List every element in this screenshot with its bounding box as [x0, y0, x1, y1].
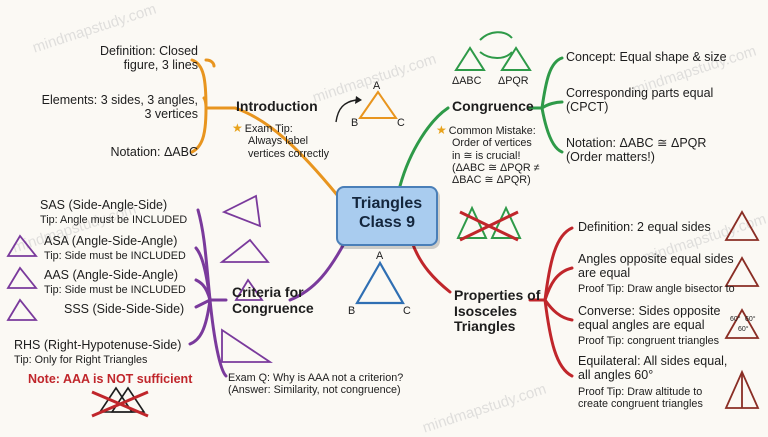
introduction-title: Introduction — [236, 98, 318, 114]
tip-label: Exam Tip: — [244, 123, 293, 135]
iso-angles-tip: Proof Tip: Draw angle bisector to — [578, 283, 735, 295]
intro-elements-line1: Elements: 3 sides, 3 angles, — [41, 93, 198, 107]
criteria-title-line1: Criteria for — [232, 284, 304, 300]
iso-converse-tip: Proof Tip: congruent triangles — [578, 335, 720, 347]
tip-line2: Always label — [248, 135, 309, 148]
congruence-label-abc: ΔABC — [452, 75, 482, 87]
isosceles-title-line2: Isosceles — [454, 302, 518, 319]
iso-equilateral-line2: all angles 60° — [578, 368, 654, 382]
congruence-branch — [398, 56, 564, 188]
criteria-exam-q: Exam Q: Why is AAA not a criterion? (Ans… — [228, 372, 403, 396]
intro-tri-label-b: B — [351, 117, 359, 129]
notation-line1: Notation: ΔABC ≅ ΔPQR — [566, 136, 707, 150]
congruence-triangles — [454, 31, 532, 71]
iso-tri-label-a: A — [376, 250, 384, 262]
criteria-aaa-note: Note: AAA is NOT sufficient — [28, 372, 193, 386]
iso-converse-line1: Converse: Sides opposite — [578, 304, 721, 318]
intro-definition: Definition: Closed figure, 3 lines — [86, 44, 198, 72]
congruence-label-pqr: ΔPQR — [498, 75, 529, 87]
iso-converse: Converse: Sides opposite equal angles ar… — [578, 304, 720, 332]
intro-tri-label-c: C — [397, 117, 405, 129]
intro-definition-line2: figure, 3 lines — [123, 58, 198, 72]
iso-equilateral-line1: Equilateral: All sides equal, — [578, 354, 728, 368]
iso-angles-line1: Angles opposite equal sides — [578, 252, 734, 266]
isosceles-branch — [410, 226, 574, 378]
center-topic-box[interactable]: Triangles Class 9 — [336, 186, 438, 246]
intro-definition-line1: Definition: Closed — [100, 44, 198, 58]
isosceles-title-line1: Properties of — [454, 287, 541, 303]
intro-elements-line2: 3 vertices — [144, 107, 199, 121]
mistake-line5: ΔBAC ≅ ΔPQR) — [452, 173, 531, 186]
criteria-sas: SAS (Side-Angle-Side) — [40, 198, 168, 212]
criteria-aas: AAS (Angle-Side-Angle) — [44, 268, 179, 282]
criteria-sas-tip: Tip: Angle must be INCLUDED — [40, 214, 188, 226]
isosceles-title-line3: Triangles — [454, 318, 516, 335]
criteria-title-line2: Congruence — [232, 299, 314, 316]
criteria-branch — [188, 208, 348, 378]
iso-angles-line2: are equal — [578, 266, 631, 280]
crossed-triangles-icon — [456, 205, 522, 242]
iso-equilateral: Equilateral: All sides equal, all angles… — [578, 354, 727, 382]
criteria-rhs: RHS (Right-Hypotenuse-Side) — [14, 338, 182, 352]
intro-elements: Elements: 3 sides, 3 angles, 3 vertices — [26, 93, 198, 121]
iso-equilateral-tip-line2: create congruent triangles — [578, 398, 703, 411]
center-title-line2: Class 9 — [358, 214, 416, 232]
iso-angles: Angles opposite equal sides are equal — [578, 252, 734, 280]
aaa-crossed-icon — [91, 386, 149, 418]
center-title-line1: Triangles — [351, 195, 423, 212]
iso-tri-label-c: C — [403, 305, 411, 317]
exam-q-line2: (Answer: Similarity, not congruence) — [228, 384, 401, 397]
angle-mark-60-right: 60° — [745, 316, 756, 323]
cpct-line1: Corresponding parts equal — [566, 86, 714, 100]
intro-branch — [190, 58, 340, 198]
mistake-label: Common Mistake: — [448, 125, 536, 137]
criteria-asa-tip: Tip: Side must be INCLUDED — [44, 250, 186, 262]
intro-tri-label-a: A — [373, 80, 381, 92]
mistake-line3: in ≅ is crucial! — [452, 149, 521, 162]
notation-line2: (Order matters!) — [566, 150, 655, 164]
criteria-sss: SSS (Side-Side-Side) — [64, 302, 185, 316]
mistake-line4: (ΔABC ≅ ΔPQR ≠ — [452, 161, 540, 174]
arrow-head-icon — [355, 96, 362, 104]
mistake-line2: Order of vertices — [452, 137, 532, 150]
iso-equilateral-tip: Proof Tip: Draw altitude to create congr… — [578, 386, 703, 410]
congruence-cpct: Corresponding parts equal (CPCT) — [566, 86, 713, 114]
arrow-icon — [335, 99, 357, 123]
isosceles-title: Properties of Isosceles Triangles — [454, 287, 541, 335]
congruence-notation: Notation: ΔABC ≅ ΔPQR (Order matters!) — [566, 136, 706, 164]
congruence-concept: Concept: Equal shape & size — [566, 50, 727, 64]
iso-equilateral-tip-line1: Proof Tip: Draw altitude to — [578, 386, 703, 398]
isosceles-triangle-icon — [355, 260, 405, 305]
iso-tri-label-b: B — [348, 305, 356, 317]
star-icon: ★ — [436, 123, 447, 137]
iso-definition: Definition: 2 equal sides — [578, 220, 711, 234]
exam-q-line1: Exam Q: Why is AAA not a criterion? — [228, 372, 404, 384]
angle-mark-60-left: 60° — [730, 316, 741, 323]
criteria-aas-tip: Tip: Side must be INCLUDED — [44, 284, 186, 296]
congruence-mistake: ★Common Mistake: Order of vertices in ≅ … — [436, 123, 540, 186]
criteria-title: Criteria for Congruence — [232, 284, 314, 316]
intro-triangle — [358, 90, 398, 119]
isosceles-small-triangles — [724, 210, 760, 409]
criteria-triangles — [6, 194, 273, 363]
cpct-line2: (CPCT) — [566, 100, 609, 114]
star-icon: ★ — [232, 121, 243, 135]
congruence-title: Congruence — [452, 98, 534, 114]
tip-line3: vertices correctly — [248, 147, 329, 160]
criteria-asa: ASA (Angle-Side-Angle) — [44, 234, 178, 248]
iso-converse-line2: equal angles are equal — [578, 318, 705, 332]
intro-notation: Notation: ΔABC — [110, 145, 198, 159]
angle-mark-60-bottom: 60° — [738, 326, 749, 333]
intro-exam-tip: ★Exam Tip: Always label vertices correct… — [232, 121, 329, 160]
criteria-rhs-tip: Tip: Only for Right Triangles — [14, 354, 148, 366]
